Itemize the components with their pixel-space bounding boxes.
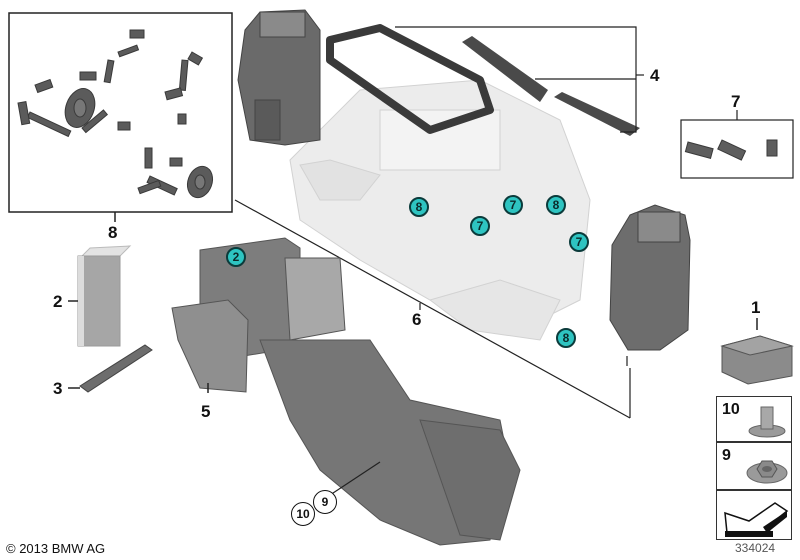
callout-3: 3: [53, 379, 63, 398]
arrow-icon: [724, 502, 789, 537]
callout-8: 8: [108, 223, 118, 242]
badge-8: 8: [409, 197, 429, 217]
part-number: 9: [722, 447, 731, 464]
callout-2: 2: [53, 292, 63, 311]
callout-7: 7: [731, 92, 741, 111]
callout-4: 4: [650, 66, 660, 85]
badge-7: 7: [569, 232, 589, 252]
diagram-id: 334024: [735, 541, 776, 555]
direction-arrow-box: [716, 490, 792, 540]
nut-icon: [746, 460, 788, 484]
badge-7: 7: [503, 195, 523, 215]
ring-label-9: 9: [313, 490, 337, 514]
badge-8: 8: [556, 328, 576, 348]
badge-8: 8: [546, 195, 566, 215]
badge-7: 7: [470, 216, 490, 236]
part-number: 10: [722, 401, 740, 418]
part-box-9: 9: [716, 442, 792, 490]
callout-5: 5: [201, 402, 211, 421]
callout-6: 6: [412, 310, 422, 329]
callout-1: 1: [751, 298, 761, 317]
badge-2: 2: [226, 247, 246, 267]
part-box-10: 10: [716, 396, 792, 442]
copyright: © 2013 BMW AG: [6, 541, 106, 556]
bolt-icon: [748, 406, 786, 438]
ring-label-10: 10: [291, 502, 315, 526]
